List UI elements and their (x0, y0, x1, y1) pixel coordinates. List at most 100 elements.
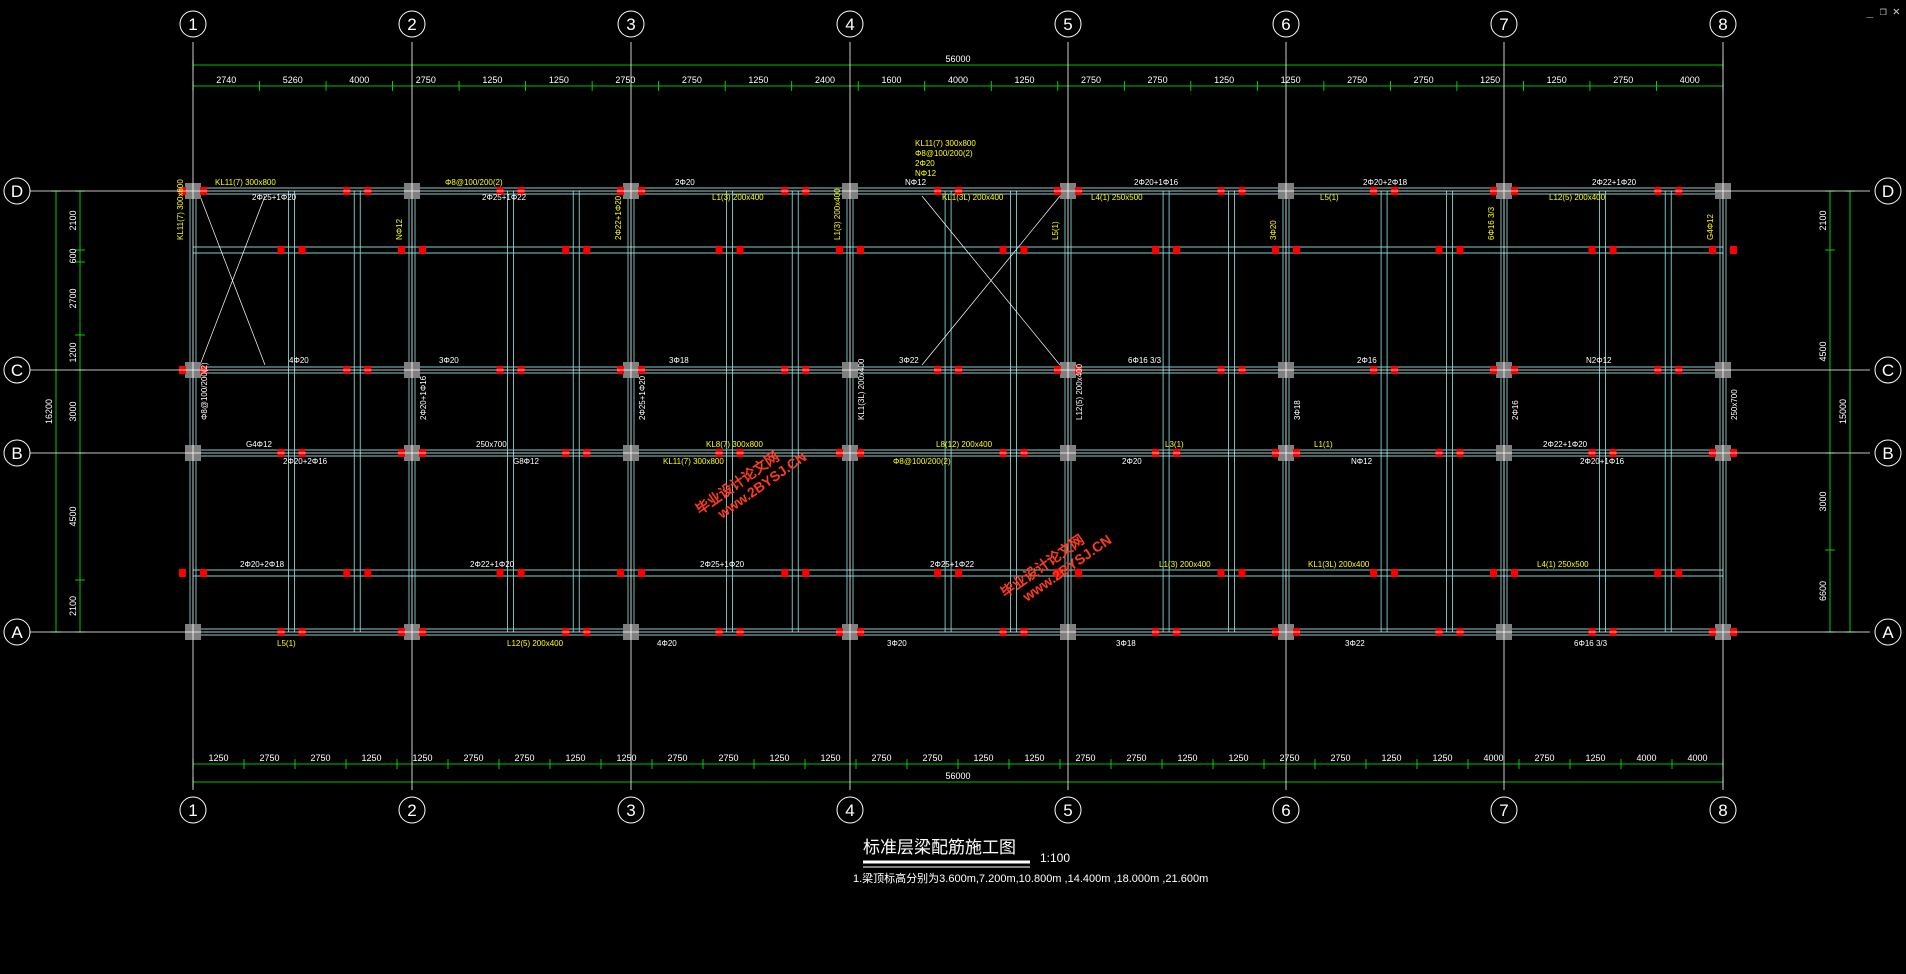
bottom-dimension-text: 1250 (769, 753, 789, 763)
top-dimension-text: 2750 (615, 75, 635, 85)
top-dimension-text: 1600 (881, 75, 901, 85)
bottom-dimension-text: 2750 (718, 753, 738, 763)
rebar-marker (1511, 569, 1518, 577)
axis-label: 5 (1063, 15, 1072, 34)
axis-label: 3 (626, 801, 635, 820)
bottom-dimension-text: 1250 (820, 753, 840, 763)
bottom-dimension-text: 1250 (1177, 753, 1197, 763)
axis-bubble (3, 356, 31, 384)
bottom-dimension-text: 2750 (1075, 753, 1095, 763)
beam-annotation: 4Φ20 (657, 639, 677, 648)
axis-bubble (1054, 796, 1082, 824)
axis-label: B (11, 444, 22, 463)
bottom-dimension-text: 2750 (463, 753, 483, 763)
bottom-dimension-text: 4000 (1483, 753, 1503, 763)
bottom-dimension-text: 2750 (310, 753, 330, 763)
beam-annotation-vertical: 250x700 (1730, 389, 1739, 420)
close-button[interactable]: ✕ (1892, 4, 1900, 18)
rebar-marker (1370, 569, 1378, 577)
beam-annotation: L5(1) (277, 639, 296, 648)
axis-label: 3 (626, 15, 635, 34)
rebar-marker (1730, 246, 1737, 254)
axis-bubble (1874, 356, 1902, 384)
overall-bottom-dimension-text: 56000 (945, 771, 970, 781)
axis-label: 8 (1718, 801, 1727, 820)
beam-annotation: L4(1) 250x500 (1091, 193, 1143, 202)
beam-annotation: 2Φ22+1Φ20 (470, 560, 515, 569)
beam-annotation-vertical: 3Φ18 (1293, 400, 1302, 420)
axis-label: 6 (1281, 15, 1290, 34)
axis-label: 8 (1718, 15, 1727, 34)
beam-annotation: 6Φ16 3/3 (1574, 639, 1608, 648)
bottom-dimension-text: 1250 (1381, 753, 1401, 763)
beam-annotation: 3Φ22 (1345, 639, 1365, 648)
axis-bubble (1874, 177, 1902, 205)
beam-annotation-vertical: G4Φ12 (1706, 213, 1715, 240)
rebar-marker (1075, 569, 1082, 577)
axis-bubble (398, 10, 426, 38)
rebar-marker (179, 569, 186, 577)
axis-bubble (1874, 618, 1902, 646)
minimize-button[interactable]: _ (1866, 4, 1874, 18)
rebar-marker (1675, 569, 1683, 577)
beam-annotation: 3Φ18 (669, 356, 689, 365)
beam-annotation: 2Φ22+1Φ20 (1543, 440, 1588, 449)
beam-annotation: 2Φ22+1Φ20 (1592, 178, 1637, 187)
title-block: 标准层梁配筋施工图 1:100 1.梁顶标高分别为3.600m,7.200m,1… (853, 838, 1208, 885)
axis-bubble (398, 796, 426, 824)
beam-layer (185, 183, 1731, 640)
axis-bubble (3, 439, 31, 467)
beam-annotation: 6Φ16 3/3 (1128, 356, 1162, 365)
axis-bubble (836, 796, 864, 824)
rebar-marker (1217, 569, 1225, 577)
beam-annotation: 3Φ20 (439, 356, 459, 365)
rebar-marker (802, 569, 810, 577)
left-overall-dimension-text: 16200 (44, 399, 54, 424)
rebar-marker (781, 569, 789, 577)
top-dimension-text: 2400 (815, 75, 835, 85)
top-dimension-text: 4000 (349, 75, 369, 85)
top-dimension-text: 2750 (416, 75, 436, 85)
beam-annotation: Φ8@100/200(2) (445, 178, 503, 187)
beam-annotation: L5(1) (1320, 193, 1339, 202)
rebar-marker (1490, 569, 1497, 577)
drawing-scale: 1:100 (1040, 851, 1070, 865)
beam-annotation-vertical: KL11(7) 300x800 (176, 179, 185, 240)
bottom-dimension-text: 4000 (1687, 753, 1707, 763)
axis-label: 4 (845, 15, 854, 34)
beam-annotation-vertical: 3Φ20 (1269, 220, 1278, 240)
restore-button[interactable]: ❐ (1879, 4, 1887, 18)
axis-label: 2 (407, 801, 416, 820)
beam-annotation: NΦ12 (905, 178, 927, 187)
beam-annotation-vertical: 2Φ25+1Φ20 (638, 375, 647, 420)
beam-annotation: L1(1) (1314, 440, 1333, 449)
rebar-marker (583, 246, 591, 254)
beam-annotation: L12(5) 200x400 (1549, 193, 1606, 202)
bottom-dimension-text: 2750 (259, 753, 279, 763)
rebar-marker (1293, 246, 1300, 254)
beam-annotation: 2Φ25+1Φ20 (252, 193, 297, 202)
axis-label: 7 (1499, 801, 1508, 820)
rebar-marker (1391, 569, 1399, 577)
top-dimension-text: 2750 (1347, 75, 1367, 85)
beam-annotation: KL8(7) 300x800 (706, 440, 763, 449)
beam-annotation: KL11(7) 300x800 (215, 178, 276, 187)
beam-annotation: L1(3) 200x400 (712, 193, 764, 202)
beam-annotation: 2Φ20+1Φ16 (1580, 457, 1625, 466)
right-dimension-text: 3000 (1818, 491, 1828, 511)
axis-label: C (11, 361, 23, 380)
right-dimension-text: 6600 (1818, 581, 1828, 601)
right-overall-dimension-text: 15000 (1838, 399, 1848, 424)
beam-annotation-vertical: Φ8@100/200(2) (200, 362, 209, 420)
axis-label: D (1882, 182, 1894, 201)
beam-annotation-vertical: L5(1) (1051, 221, 1060, 240)
beam-annotation: 2Φ20+2Φ18 (1363, 178, 1408, 187)
beam-annotation-vertical: KL1(3L) 200x400 (857, 358, 866, 420)
left-dimension-text: 4500 (68, 506, 78, 526)
axis-bubble (617, 796, 645, 824)
bottom-dimension-text: 1250 (208, 753, 228, 763)
